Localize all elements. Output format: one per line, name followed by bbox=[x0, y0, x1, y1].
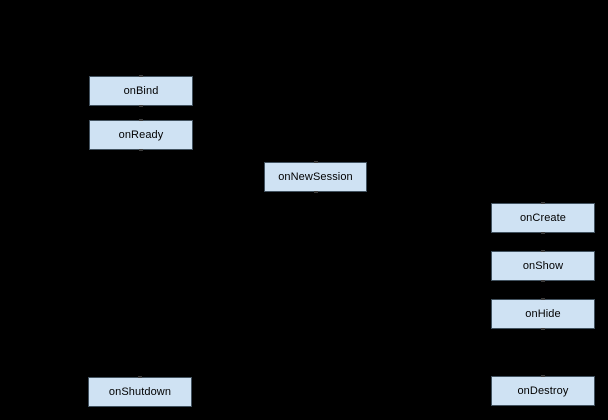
arrow-tip bbox=[139, 75, 143, 77]
arrow-tail bbox=[313, 191, 318, 193]
arrow-tail bbox=[541, 232, 545, 234]
arrow-tip bbox=[541, 375, 545, 377]
arrow-tip bbox=[313, 161, 318, 163]
node-label: onBind bbox=[123, 84, 159, 97]
node-onhide: onHide bbox=[491, 298, 595, 330]
arrow-tip bbox=[541, 202, 545, 204]
node-onnewsession: onNewSession bbox=[264, 161, 367, 193]
node-onshutdown: onShutdown bbox=[88, 376, 192, 407]
node-label: onCreate bbox=[519, 211, 567, 224]
node-label: onReady bbox=[118, 128, 164, 141]
arrow-tip bbox=[541, 298, 545, 300]
arrow-tip bbox=[138, 376, 142, 378]
node-onready: onReady bbox=[89, 119, 193, 151]
node-label: onNewSession bbox=[278, 170, 353, 183]
node-label: onShow bbox=[522, 259, 564, 272]
node-label: onShutdown bbox=[108, 385, 172, 398]
arrow-tail bbox=[541, 328, 545, 330]
node-onbind: onBind bbox=[89, 75, 193, 107]
arrow-tip bbox=[541, 250, 545, 252]
arrow-tail bbox=[139, 105, 143, 107]
node-oncreate: onCreate bbox=[491, 202, 595, 234]
arrow-tail bbox=[541, 280, 545, 282]
arrow-tip bbox=[139, 119, 143, 121]
node-label: onHide bbox=[525, 307, 561, 320]
node-onshow: onShow bbox=[491, 250, 595, 282]
node-ondestroy: onDestroy bbox=[491, 375, 595, 406]
node-label: onDestroy bbox=[517, 384, 569, 397]
arrow-tail bbox=[139, 149, 143, 151]
